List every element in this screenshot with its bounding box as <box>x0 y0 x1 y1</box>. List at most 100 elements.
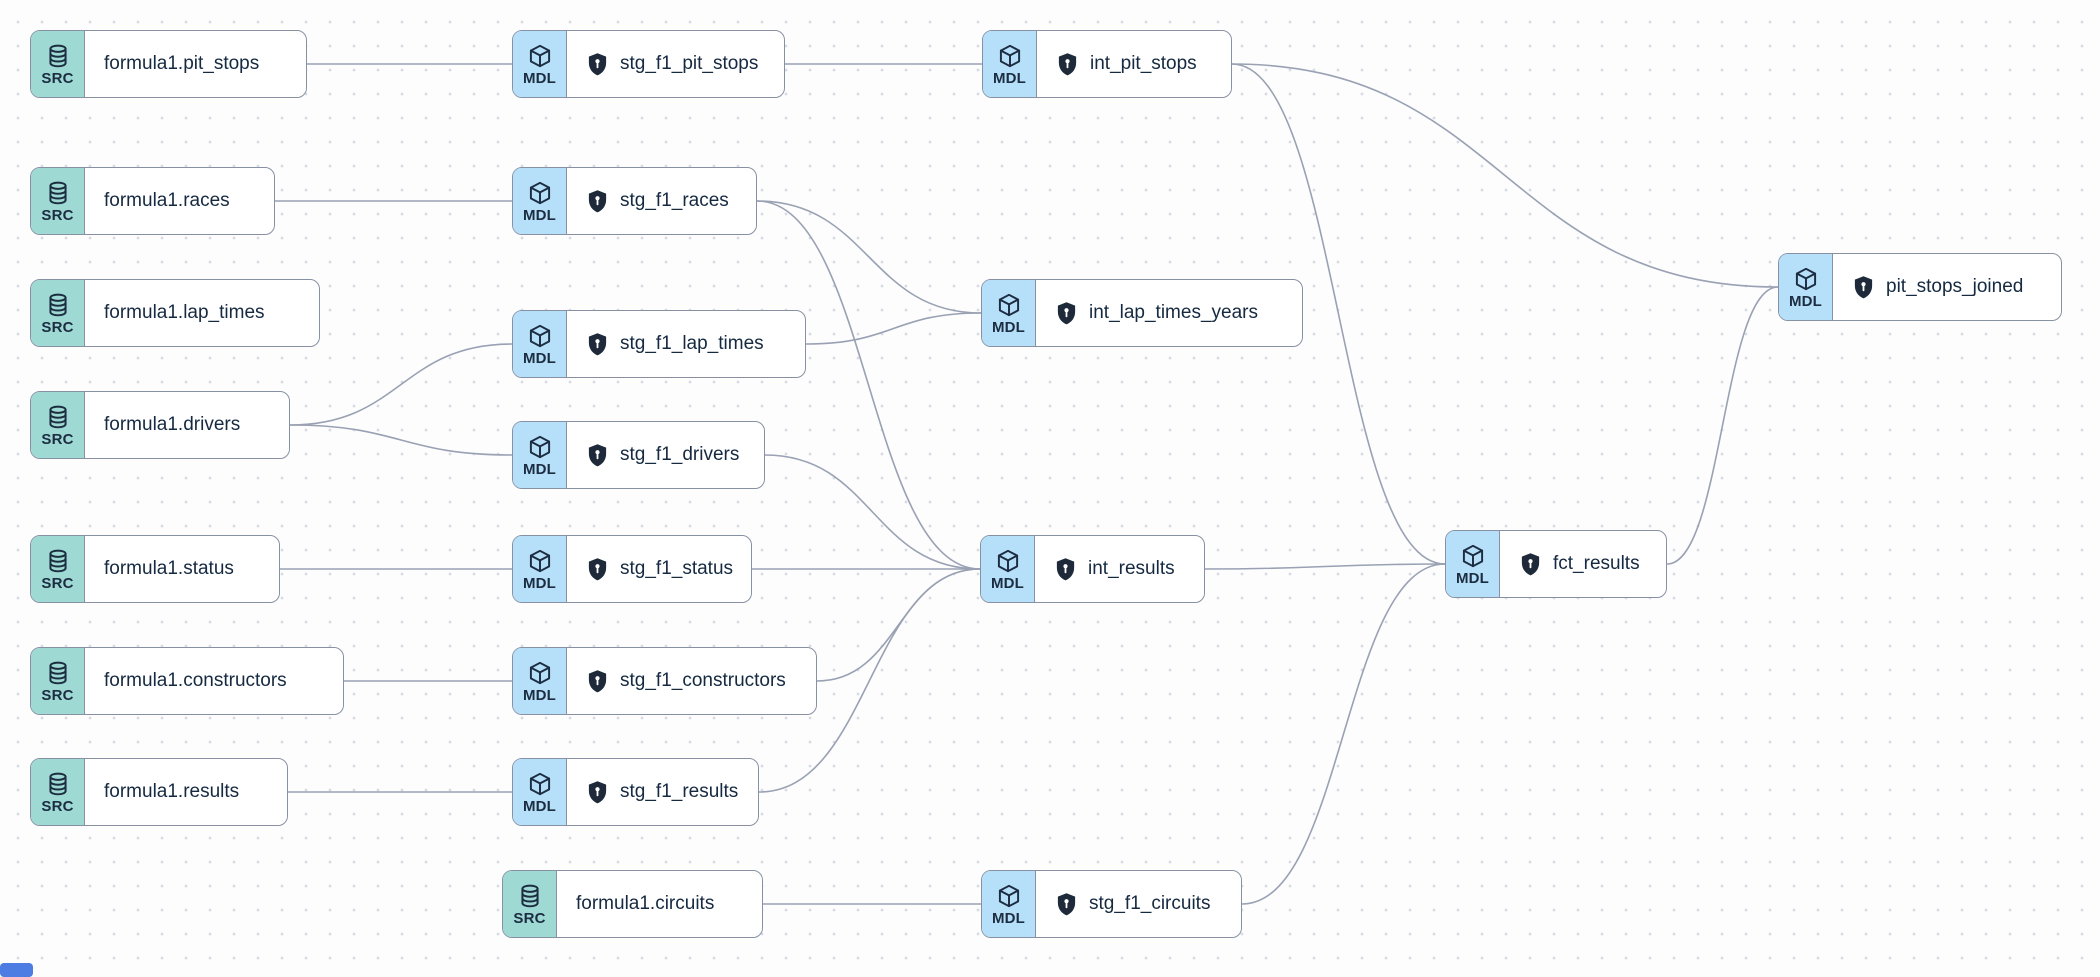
node-name: int_lap_times_years <box>1089 302 1258 323</box>
node-type-badge: SRC <box>503 871 557 937</box>
node-src_circuits[interactable]: SRC formula1.circuits <box>502 870 763 938</box>
node-type-badge: SRC <box>31 280 85 346</box>
node-body: formula1.drivers <box>85 392 289 458</box>
node-type-label: MDL <box>991 909 1026 927</box>
database-icon <box>517 883 543 909</box>
node-name: formula1.status <box>104 558 234 579</box>
node-type-label: MDL <box>522 206 557 224</box>
node-name: int_pit_stops <box>1090 53 1197 74</box>
node-body: int_pit_stops <box>1037 31 1231 97</box>
edge-int_pit_stops-to-fct_results <box>1231 63 1446 565</box>
node-src_pit_stops[interactable]: SRC formula1.pit_stops <box>30 30 307 98</box>
node-type-badge: SRC <box>31 648 85 714</box>
node-src_races[interactable]: SRC formula1.races <box>30 167 275 235</box>
node-type-label: SRC <box>41 686 74 704</box>
node-type-label: SRC <box>513 909 546 927</box>
node-stg_f1_lap_times[interactable]: MDL stg_f1_lap_times <box>512 310 806 378</box>
node-type-badge: MDL <box>513 648 567 714</box>
shield-icon <box>586 52 620 77</box>
cube-icon <box>527 771 553 797</box>
node-type-badge: MDL <box>982 280 1036 346</box>
node-name: int_results <box>1088 558 1175 579</box>
node-stg_f1_circuits[interactable]: MDL stg_f1_circuits <box>981 870 1242 938</box>
node-body: int_lap_times_years <box>1036 280 1302 346</box>
node-name: stg_f1_constructors <box>620 670 786 691</box>
node-body: stg_f1_pit_stops <box>567 31 784 97</box>
database-icon <box>45 180 71 206</box>
cut-off-node[interactable] <box>0 963 33 977</box>
shield-icon <box>586 189 620 214</box>
node-name: stg_f1_drivers <box>620 444 740 465</box>
edge-stg_f1_drivers-to-int_results <box>764 454 981 570</box>
cube-icon <box>527 434 553 460</box>
edge-int_results-to-fct_results <box>1204 563 1446 570</box>
node-name: stg_f1_circuits <box>1089 893 1211 914</box>
edge-stg_f1_circuits-to-fct_results <box>1241 563 1446 905</box>
edge-stg_f1_races-to-int_lap_times_years <box>756 200 982 314</box>
node-body: formula1.circuits <box>557 871 762 937</box>
node-name: stg_f1_lap_times <box>620 333 764 354</box>
node-name: pit_stops_joined <box>1886 276 2024 297</box>
node-body: stg_f1_drivers <box>567 422 764 488</box>
cube-icon <box>996 292 1022 318</box>
node-type-badge: SRC <box>31 168 85 234</box>
node-type-label: MDL <box>1455 569 1490 587</box>
shield-icon <box>1054 557 1088 582</box>
edge-stg_f1_races-to-int_results <box>756 200 981 570</box>
node-stg_f1_races[interactable]: MDL stg_f1_races <box>512 167 757 235</box>
node-type-badge: SRC <box>31 759 85 825</box>
node-name: stg_f1_results <box>620 781 739 802</box>
node-type-badge: MDL <box>513 168 567 234</box>
node-type-label: MDL <box>522 460 557 478</box>
cube-icon <box>527 323 553 349</box>
node-src_status[interactable]: SRC formula1.status <box>30 535 280 603</box>
node-body: formula1.pit_stops <box>85 31 306 97</box>
node-name: formula1.races <box>104 190 230 211</box>
shield-icon <box>1852 275 1886 300</box>
node-name: formula1.pit_stops <box>104 53 260 74</box>
database-icon <box>45 660 71 686</box>
node-type-label: SRC <box>41 69 74 87</box>
node-type-label: MDL <box>522 349 557 367</box>
node-stg_f1_constructors[interactable]: MDL stg_f1_constructors <box>512 647 817 715</box>
database-icon <box>45 43 71 69</box>
node-body: stg_f1_constructors <box>567 648 816 714</box>
node-name: formula1.circuits <box>576 893 715 914</box>
node-name: stg_f1_pit_stops <box>620 53 759 74</box>
cube-icon <box>527 43 553 69</box>
node-type-badge: MDL <box>513 536 567 602</box>
shield-icon <box>586 332 620 357</box>
shield-icon <box>586 443 620 468</box>
node-type-label: SRC <box>41 797 74 815</box>
edge-stg_f1_lap_times-to-int_lap_times_years <box>805 312 982 345</box>
cube-icon <box>527 180 553 206</box>
edge-fct_results-to-pit_stops_joined <box>1666 286 1779 565</box>
node-stg_f1_drivers[interactable]: MDL stg_f1_drivers <box>512 421 765 489</box>
node-type-badge: MDL <box>983 31 1037 97</box>
node-int_results[interactable]: MDL int_results <box>980 535 1205 603</box>
database-icon <box>45 292 71 318</box>
database-icon <box>45 404 71 430</box>
node-type-label: SRC <box>41 574 74 592</box>
node-type-badge: MDL <box>513 311 567 377</box>
shield-icon <box>586 557 620 582</box>
node-int_pit_stops[interactable]: MDL int_pit_stops <box>982 30 1232 98</box>
node-body: pit_stops_joined <box>1833 254 2061 320</box>
node-body: int_results <box>1035 536 1204 602</box>
node-type-badge: MDL <box>981 536 1035 602</box>
edge-int_pit_stops-to-pit_stops_joined <box>1231 63 1779 288</box>
cube-icon <box>527 660 553 686</box>
node-name: stg_f1_races <box>620 190 729 211</box>
node-int_lap_times_years[interactable]: MDL int_lap_times_years <box>981 279 1303 347</box>
cube-icon <box>995 548 1021 574</box>
